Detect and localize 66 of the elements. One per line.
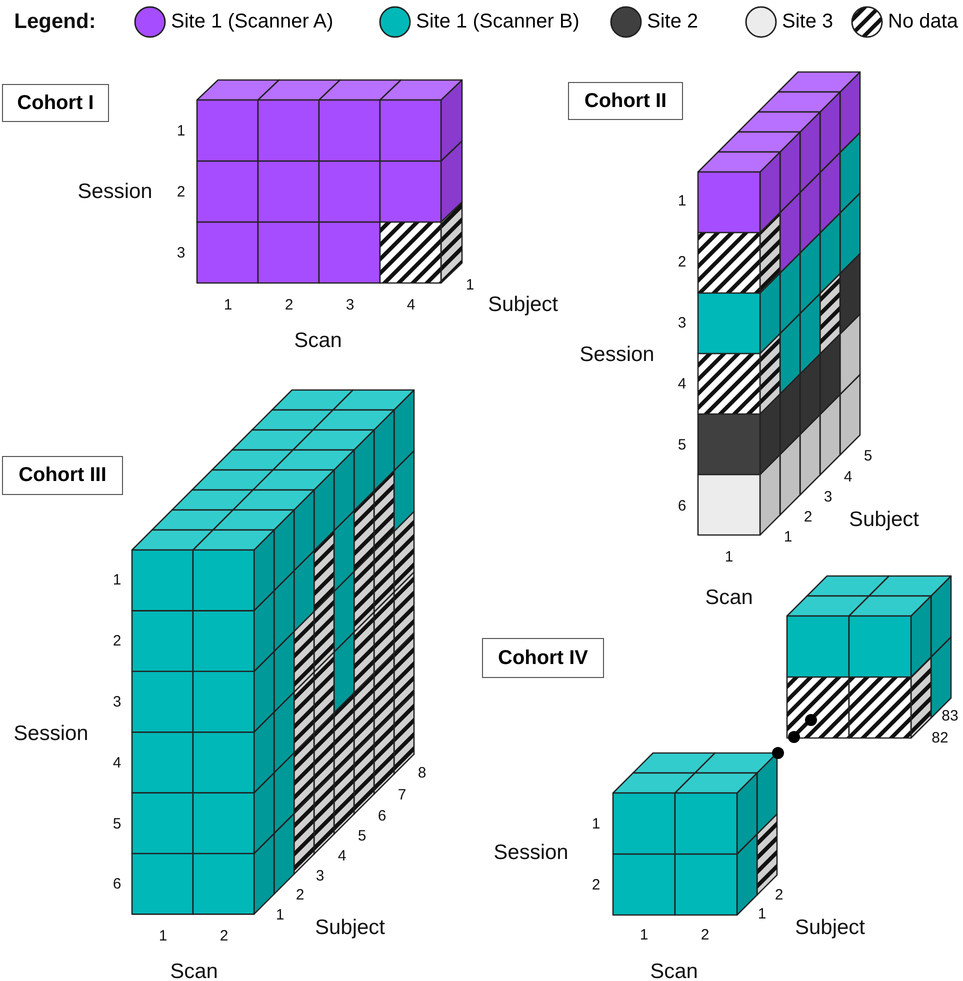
axis-tick-label: 82	[932, 730, 948, 746]
axis-title: Subject	[314, 916, 386, 940]
axis-tick-label: 2	[220, 928, 228, 944]
axis-tick-label: 1	[784, 528, 792, 546]
axis-tick-label: 4	[844, 468, 852, 486]
axis-tick-label: 2	[296, 886, 304, 904]
legend-label: Site 1 (Scanner A)	[171, 10, 334, 34]
cohort-label-box: Cohort IV	[482, 638, 604, 678]
axis-tick-label: 4	[406, 296, 416, 314]
axis-title: Scan	[294, 329, 342, 353]
axis-tick-label: 5	[112, 816, 122, 832]
cohort-label-box: Cohort II	[568, 82, 683, 120]
axis-tick-label: 5	[358, 828, 366, 844]
axis-tick-label: 2	[700, 926, 710, 944]
axis-tick-label: 1	[758, 906, 766, 922]
axis-tick-label: 2	[678, 254, 686, 270]
axis-tick-label: 8	[418, 764, 426, 782]
axis-title: Subject	[794, 916, 866, 940]
axis-tick-label: 3	[678, 314, 686, 332]
axis-tick-label: 4	[112, 754, 122, 772]
axis-title: Subject	[488, 293, 558, 317]
axis-tick-label: 1	[276, 906, 284, 924]
legend-label: No data	[888, 10, 958, 34]
axis-title: Subject	[848, 508, 920, 532]
axis-tick-label: 1	[112, 572, 122, 588]
axis-title: Scan	[650, 960, 698, 981]
axis-tick-label: 1	[678, 192, 686, 210]
axis-tick-label: 2	[592, 876, 600, 894]
legend-label: Site 1 (Scanner B)	[416, 10, 580, 34]
axis-tick-label: 4	[678, 376, 686, 392]
axis-tick-label: 1	[592, 816, 600, 832]
axis-title: Session	[78, 180, 152, 204]
axis-tick-label: 5	[864, 448, 872, 464]
axis-tick-label: 5	[678, 436, 686, 454]
axis-tick-label: 1	[176, 122, 186, 140]
axis-tick-label: 2	[804, 508, 812, 526]
axis-tick-label: 2	[112, 632, 122, 650]
axis-title: Scan	[705, 586, 753, 610]
axis-title: Session	[494, 841, 568, 865]
axis-title: Session	[14, 722, 88, 746]
axis-tick-label: 2	[176, 184, 186, 200]
axis-tick-label: 2	[284, 296, 294, 314]
axis-tick-label: 3	[112, 694, 122, 710]
legend-label: Site 2	[647, 10, 698, 34]
axis-tick-label: 2	[774, 886, 784, 904]
axis-tick-label: 6	[678, 498, 686, 514]
axis-tick-label: 6	[112, 876, 122, 892]
axis-tick-label: 3	[176, 244, 186, 262]
cohort-label-box: Cohort I	[2, 84, 109, 122]
axis-tick-label: 1	[466, 276, 474, 294]
axis-tick-label: 3	[824, 488, 832, 506]
axis-tick-label: 1	[224, 296, 232, 314]
axis-tick-label: 6	[378, 808, 386, 824]
axis-tick-label: 1	[640, 926, 648, 944]
axis-tick-label: 4	[338, 848, 346, 864]
axis-tick-label: 7	[398, 786, 406, 804]
axis-tick-label: 3	[316, 868, 324, 884]
legend-title: Legend:	[14, 10, 96, 34]
axis-tick-label: 3	[346, 296, 354, 314]
axis-tick-label: 83	[942, 708, 958, 724]
axis-title: Scan	[170, 960, 218, 981]
axis-tick-label: 1	[724, 548, 734, 566]
cohort-label-box: Cohort III	[2, 456, 123, 495]
axis-tick-label: 1	[158, 928, 168, 944]
legend-label: Site 3	[782, 10, 834, 34]
axis-title: Session	[580, 343, 654, 367]
